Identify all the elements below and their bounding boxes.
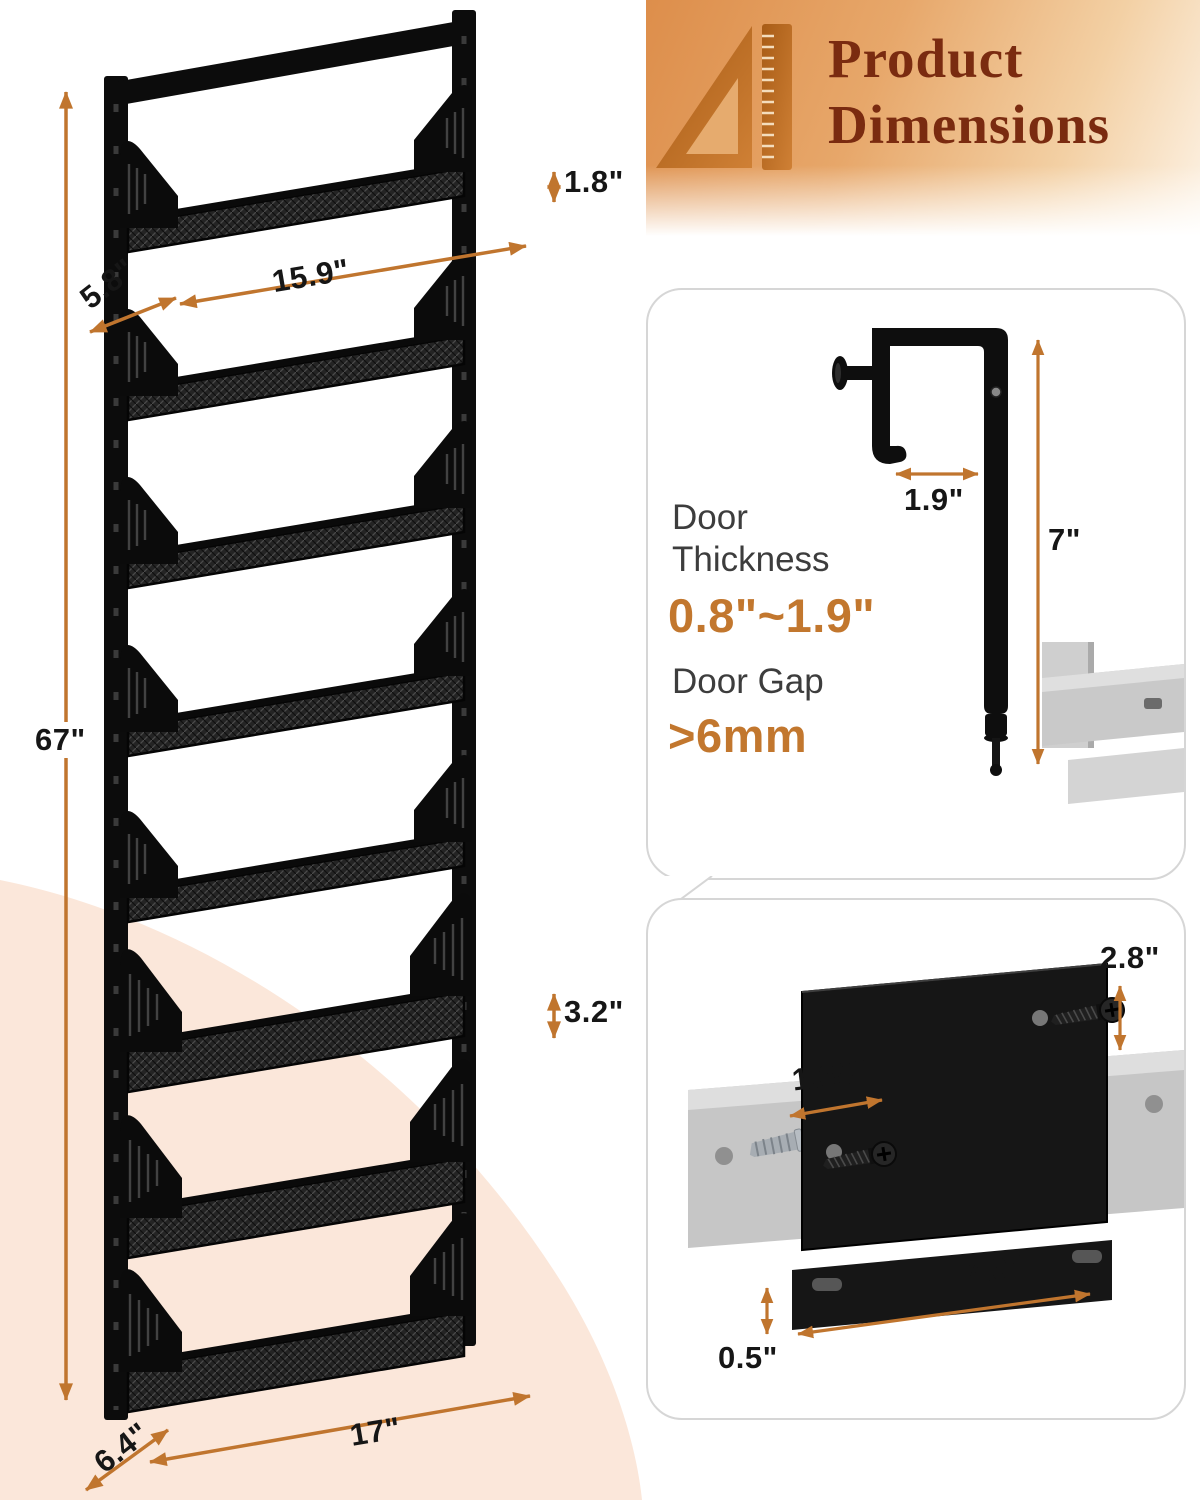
door-frame	[1042, 642, 1184, 804]
shelf	[120, 589, 472, 756]
shelf-deep	[120, 893, 472, 1092]
shelf	[120, 755, 472, 922]
dim-top-shelf-lip: 1.8"	[564, 164, 624, 199]
door-hook-panel: 1.9" 7" Door Thickness 0.8"~1.9" Door Ga…	[646, 288, 1186, 880]
adjustment-knob	[832, 356, 874, 390]
dim-total-height: 67"	[30, 722, 91, 758]
page-title-line1: Product	[828, 28, 1024, 89]
door-thickness-value: 0.8"~1.9"	[668, 589, 876, 642]
door-gap-label: Door Gap	[672, 662, 824, 701]
dim-hook-height: 7"	[1048, 522, 1081, 557]
bracket-screw-hole	[1032, 1010, 1048, 1026]
set-square-ruler-icon	[656, 24, 792, 170]
shelf-deep	[120, 1059, 472, 1258]
dim-bracket-height: 2.8"	[1100, 940, 1160, 975]
rack-illustration	[59, 10, 561, 1492]
door-thickness-label-line2: Thickness	[672, 540, 830, 579]
dim-hook-opening-width: 1.9"	[904, 482, 964, 517]
bracket-plate	[801, 962, 1108, 1252]
door-thickness-label-line1: Door	[672, 498, 748, 537]
bracket-screw-hole	[826, 1144, 842, 1160]
wall-bracket-diagram	[688, 962, 1184, 1339]
shelf	[120, 85, 472, 252]
shelf	[120, 421, 472, 588]
bracket-lip	[792, 1240, 1112, 1330]
page-title: Product Dimensions	[828, 26, 1110, 158]
hook-screw-hole	[990, 386, 1002, 398]
door-gap-value: >6mm	[668, 709, 808, 762]
door-hook-diagram	[832, 328, 1184, 804]
dim-lower-shelf-lip: 3.2"	[564, 994, 624, 1029]
door-panel-arrows	[895, 339, 1045, 765]
over-door-hook	[832, 328, 1008, 776]
dim-slot-gap: 0.5"	[718, 1340, 778, 1375]
page-title-line2: Dimensions	[828, 94, 1110, 155]
wall-bracket-panel: 2.8" 1.38" 7.9" 0.5"	[646, 898, 1186, 1420]
bottom-pin	[984, 714, 1008, 776]
wall-panel-arrows	[760, 985, 1127, 1339]
